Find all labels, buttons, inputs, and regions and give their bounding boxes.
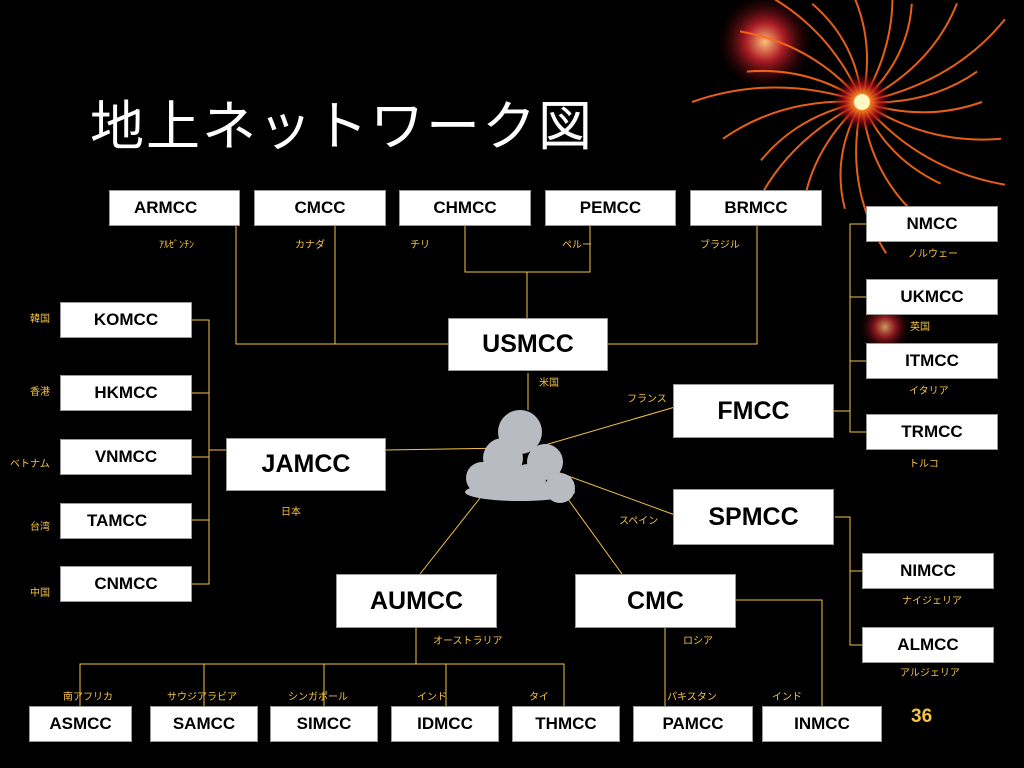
node-itmcc: ITMCC [866, 343, 998, 379]
node-chmcc: CHMCC [399, 190, 531, 226]
label-chmcc: チリ [410, 240, 430, 251]
label-brmcc: ブラジル [700, 240, 740, 251]
node-jamcc: JAMCC [226, 438, 386, 491]
line-right-ticks [850, 296, 866, 362]
label-pamcc: パキスタン [667, 692, 717, 703]
label-samcc: サウジアラビア [167, 692, 237, 703]
node-samcc: SAMCC [150, 706, 258, 742]
line-aumcc-cloud [419, 497, 481, 575]
node-idmcc: IDMCC [391, 706, 499, 742]
node-cmcc: CMCC [254, 190, 386, 226]
node-trmcc: TRMCC [866, 414, 998, 450]
label-komcc: 韓国 [30, 314, 50, 325]
node-asmcc: ASMCC [29, 706, 132, 742]
label-tamcc: 台湾 [30, 522, 50, 533]
node-pemcc: PEMCC [545, 190, 676, 226]
label-thmcc: タイ [529, 692, 549, 703]
label-cnmcc: 中国 [30, 588, 50, 599]
label-usmcc: 米国 [539, 378, 559, 389]
label-asmcc: 南アフリカ [63, 692, 113, 703]
label-nimcc: ナイジェリア [902, 596, 962, 607]
node-usmcc: USMCC [448, 318, 608, 371]
node-armcc: ARMCC [109, 190, 240, 226]
node-almcc: ALMCC [862, 627, 994, 663]
node-tamcc: TAMCC [60, 503, 192, 539]
slide-title: 地上ネットワーク図 [90, 95, 594, 158]
node-simcc: SIMCC [270, 706, 378, 742]
line-left-bracket [192, 319, 210, 585]
line-cmc-cloud [559, 487, 623, 575]
label-cmcc: カナダ [295, 240, 325, 251]
label-cmc: ロシア [683, 636, 713, 647]
label-simcc: シンガポール [288, 692, 348, 703]
node-komcc: KOMCC [60, 302, 192, 338]
line-right-bracket [849, 223, 866, 433]
label-armcc: ｱﾙｾﾞﾝﾁﾝ [159, 240, 194, 251]
label-itmcc: イタリア [909, 386, 949, 397]
node-brmcc: BRMCC [690, 190, 822, 226]
line-fmcc-cloud [544, 406, 676, 446]
label-vnmcc: ベトナム [10, 459, 50, 470]
label-ukmcc: 英国 [910, 322, 930, 333]
label-pemcc: ペルー [562, 240, 592, 251]
node-inmcc: INMCC [762, 706, 882, 742]
node-fmcc: FMCC [673, 384, 834, 438]
line-spmcc-bracket [835, 516, 862, 646]
node-pamcc: PAMCC [633, 706, 753, 742]
label-almcc: アルジェリア [900, 668, 960, 679]
node-nmcc: NMCC [866, 206, 998, 242]
node-nimcc: NIMCC [862, 553, 994, 589]
line-aumcc-thmcc [416, 663, 565, 706]
line-aumcc-bus [79, 628, 417, 706]
node-spmcc: SPMCC [673, 489, 834, 545]
node-thmcc: THMCC [512, 706, 620, 742]
label-inmcc: インド [772, 692, 802, 703]
line-cmc-inmcc [736, 599, 823, 706]
node-aumcc: AUMCC [336, 574, 497, 628]
line-left-ticks [192, 392, 209, 521]
page-number: 36 [911, 706, 933, 727]
label-aumcc: オーストラリア [433, 636, 503, 647]
label-nmcc: ノルウェー [908, 249, 958, 260]
label-jamcc: 日本 [281, 507, 301, 518]
node-vnmcc: VNMCC [60, 439, 192, 475]
label-spmcc: スペイン [619, 516, 659, 527]
line-brmcc-usmcc [608, 226, 758, 345]
node-cmc: CMC [575, 574, 736, 628]
line-aumcc-drops [203, 664, 447, 706]
label-fmcc: フランス [627, 394, 667, 405]
node-hkmcc: HKMCC [60, 375, 192, 411]
node-cnmcc: CNMCC [60, 566, 192, 602]
label-trmcc: トルコ [909, 459, 939, 470]
node-ukmcc: UKMCC [866, 279, 998, 315]
label-idmcc: インド [417, 692, 447, 703]
label-hkmcc: 香港 [30, 387, 50, 398]
cloud-icon [465, 410, 575, 503]
